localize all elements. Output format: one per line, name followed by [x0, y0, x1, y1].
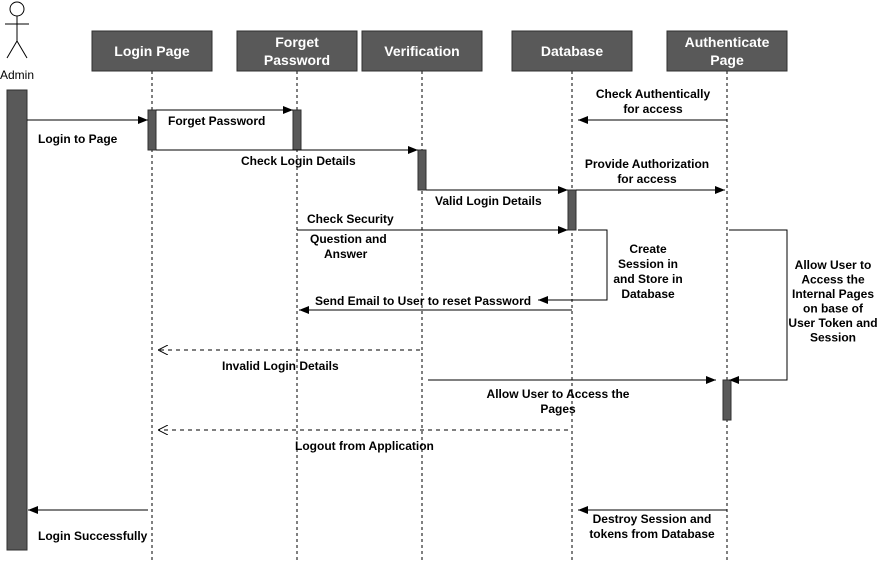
message-invalid-login-details: Invalid Login Details	[158, 350, 420, 373]
participant-label: Authenticate	[685, 34, 770, 50]
activation-verify	[417, 149, 427, 191]
participant-label: Database	[541, 43, 603, 59]
message-logout: Logout from Application	[158, 430, 568, 453]
message-label: and Store in	[613, 272, 682, 286]
message-label: on base of	[803, 302, 864, 316]
activation-auth	[722, 379, 732, 421]
message-label: Access the	[801, 273, 865, 287]
stick-figure-icon	[5, 1, 29, 59]
message-valid-login-details: Valid Login Details	[426, 186, 568, 208]
message-label: Invalid Login Details	[222, 359, 339, 373]
message-label: tokens from Database	[589, 527, 715, 541]
participant-db: Database	[511, 30, 633, 72]
message-label: Destroy Session and	[593, 512, 712, 526]
message-label: Check Security	[307, 212, 394, 226]
message-login-to-page: Login to Page	[27, 116, 148, 146]
message-forget-password: Forget Password	[156, 106, 293, 128]
message-arrow	[538, 229, 608, 304]
message-label: Send Email to User to reset Password	[315, 294, 531, 308]
message-label: Question and	[310, 232, 387, 246]
message-label: Session in	[618, 257, 678, 271]
participant-label: Login Page	[114, 43, 190, 59]
participant-box	[361, 30, 483, 72]
activation-login	[147, 109, 157, 151]
message-label: Answer	[324, 247, 368, 261]
message-label: Login Successfully	[38, 529, 148, 543]
message-label: Internal Pages	[792, 287, 874, 301]
participant-label: Password	[264, 52, 330, 68]
message-label: Check Login Details	[241, 154, 356, 168]
participant-box	[511, 30, 633, 72]
message-label: Forget Password	[168, 114, 265, 128]
participant-label: Page	[710, 52, 744, 68]
message-label: Session	[810, 331, 856, 345]
message-arrow	[729, 229, 788, 384]
activation-admin	[6, 89, 28, 551]
participant-login: Login Page	[91, 30, 213, 72]
message-label: Database	[621, 287, 675, 301]
message-label: Create	[629, 242, 667, 256]
actor-label: Admin	[0, 68, 34, 82]
message-login-successfully: Login Successfully	[28, 506, 148, 543]
message-check-login-details: Check Login Details	[156, 146, 418, 168]
message-send-email: Send Email to User to reset Password	[299, 294, 572, 314]
message-label: Allow User to Access the	[487, 387, 630, 401]
message-label: Allow User to	[795, 258, 872, 272]
participant-box	[666, 30, 788, 72]
message-label: Provide Authorization	[585, 157, 709, 171]
message-label: for access	[623, 102, 683, 116]
participant-box	[91, 30, 213, 72]
message-label: Valid Login Details	[435, 194, 542, 208]
message-label: Login to Page	[38, 132, 118, 146]
participant-verify: Verification	[361, 30, 483, 72]
message-label: Pages	[540, 402, 576, 416]
participant-box	[236, 30, 358, 72]
message-label: for access	[617, 172, 677, 186]
activation-db	[567, 189, 577, 231]
activation-forget	[292, 109, 302, 151]
message-label: User Token and	[788, 316, 877, 330]
message-label: Logout from Application	[295, 439, 434, 453]
message-label: Check Authentically	[596, 87, 711, 101]
participant-label: Verification	[384, 43, 459, 59]
participant-label: Forget	[275, 34, 319, 50]
